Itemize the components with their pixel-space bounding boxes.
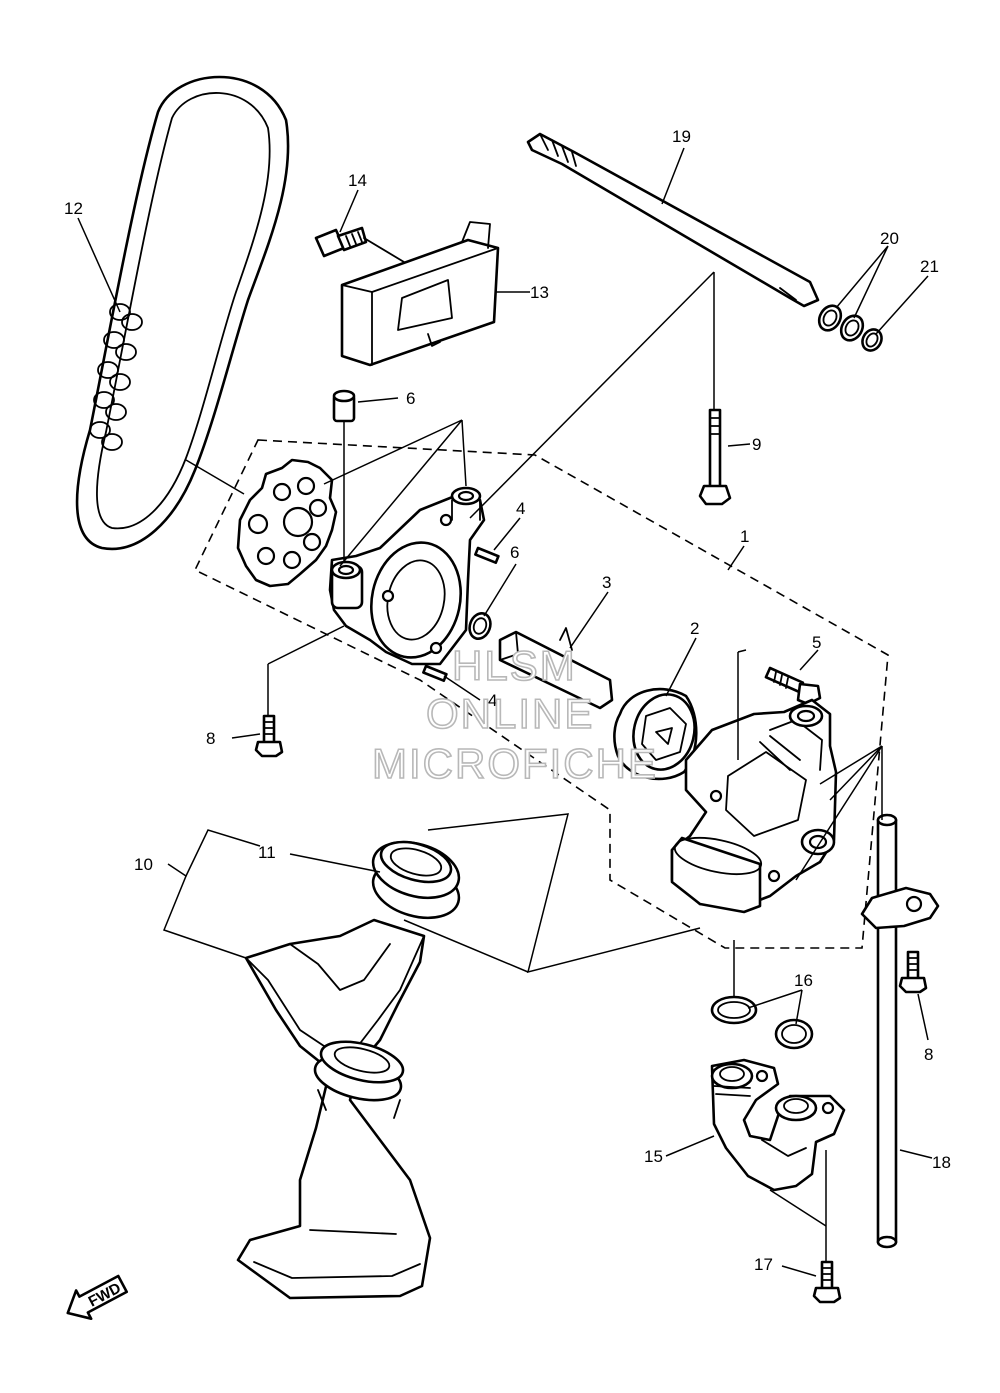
callout-17: 17 xyxy=(754,1255,773,1274)
flange-bolt-right xyxy=(898,950,928,994)
callout-11: 11 xyxy=(258,843,276,862)
callout-6: 6 xyxy=(510,543,519,562)
pump-rotor xyxy=(613,687,698,781)
o-rings xyxy=(817,304,883,352)
chain-guide xyxy=(340,221,500,367)
callout-9: 9 xyxy=(752,435,761,454)
callout-7: 6 xyxy=(406,389,415,408)
callout-21: 21 xyxy=(920,257,939,276)
callout-4-lower: 4 xyxy=(488,691,497,710)
callout-2: 2 xyxy=(690,619,699,638)
pump-o-ring xyxy=(468,612,492,640)
oil-pipe xyxy=(526,132,820,308)
elbow-bolt xyxy=(812,1260,842,1304)
callout-19: 19 xyxy=(672,127,691,146)
delivery-pipe xyxy=(710,1058,846,1192)
callout-16: 16 xyxy=(794,971,813,990)
long-bolt xyxy=(698,408,732,506)
callout-8-left: 8 xyxy=(206,729,215,748)
drive-shaft xyxy=(498,627,614,710)
oil-strainer xyxy=(236,918,432,1300)
leader-lines xyxy=(77,147,933,1277)
callout-18: 18 xyxy=(932,1153,951,1172)
guide-bolt xyxy=(314,226,405,263)
forward-arrow-icon: FWD xyxy=(66,1274,129,1320)
assembly-boundary xyxy=(193,439,889,949)
callout-1: 1 xyxy=(740,527,749,546)
sprocket xyxy=(236,458,338,588)
cover-bolt xyxy=(764,666,822,706)
timing-chain xyxy=(75,75,290,551)
callout-5: 5 xyxy=(812,633,821,652)
collar xyxy=(332,389,356,423)
pipe-o-rings xyxy=(710,995,814,1050)
callout-10: 10 xyxy=(134,855,153,874)
dowel-pins xyxy=(422,546,500,683)
callout-20: 20 xyxy=(880,229,899,248)
callout-3: 3 xyxy=(602,573,611,592)
pump-cover xyxy=(670,698,838,914)
callout-13: 13 xyxy=(530,283,549,302)
callout-12: 12 xyxy=(64,199,83,218)
watermark-line-1: HLSM xyxy=(452,642,577,689)
strainer-seal xyxy=(371,840,461,920)
flange-bolt-left xyxy=(254,714,284,758)
callout-8-right: 8 xyxy=(924,1045,933,1064)
watermark-line-2: ONLINE xyxy=(426,690,594,737)
oil-pump-body xyxy=(328,486,486,666)
watermark-line-3: MICROFICHE xyxy=(372,740,658,787)
callout-4-upper: 4 xyxy=(516,499,525,518)
callout-15: 15 xyxy=(644,1147,663,1166)
callout-14: 14 xyxy=(348,171,367,190)
dipstick-tube xyxy=(860,813,940,1249)
